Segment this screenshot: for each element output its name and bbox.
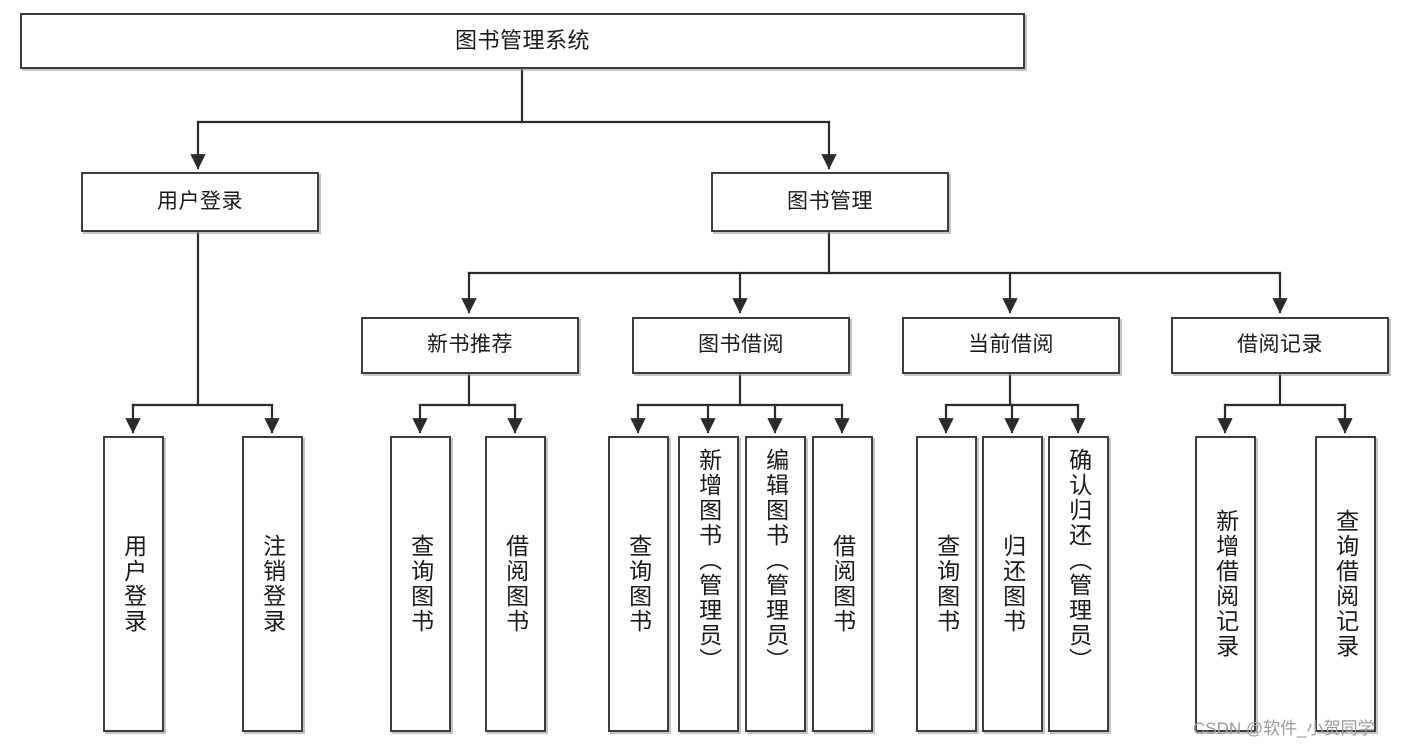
node-user-login-label: 用户登录 — [157, 189, 243, 213]
node-new-book-recommend-label: 新书推荐 — [427, 333, 513, 357]
node-user-login[interactable]: 用户登录 — [81, 172, 319, 232]
node-root[interactable]: 图书管理系统 — [20, 13, 1025, 69]
leaf-query-book-recommend[interactable]: 查询图书 — [390, 436, 451, 732]
leaf-borrow-book[interactable]: 借阅图书 — [812, 436, 873, 732]
leaf-borrow-book-label: 借阅图书 — [829, 534, 856, 634]
leaf-confirm-return-admin[interactable]: 确认归还（管理员） — [1048, 436, 1109, 732]
node-book-management[interactable]: 图书管理 — [711, 172, 949, 232]
leaf-return-book-label: 归还图书 — [999, 534, 1026, 634]
leaf-edit-book-admin[interactable]: 编辑图书（管理员） — [745, 436, 806, 732]
leaf-edit-book-admin-label: 编辑图书（管理员） — [762, 448, 789, 673]
node-book-management-label: 图书管理 — [787, 189, 873, 213]
node-book-borrow-label: 图书借阅 — [698, 333, 784, 357]
leaf-query-book-recommend-label: 查询图书 — [407, 534, 434, 634]
leaf-add-book-admin[interactable]: 新增图书（管理员） — [678, 436, 739, 732]
leaf-add-book-admin-label: 新增图书（管理员） — [695, 448, 722, 673]
leaf-borrow-book-recommend[interactable]: 借阅图书 — [485, 436, 546, 732]
leaf-add-borrow-record[interactable]: 新增借阅记录 — [1195, 436, 1256, 732]
leaf-query-book-current-label: 查询图书 — [933, 534, 960, 634]
leaf-user-login-label: 用户登录 — [120, 534, 147, 634]
leaf-logout-label: 注销登录 — [259, 534, 286, 634]
node-borrow-record-label: 借阅记录 — [1237, 333, 1323, 357]
leaf-user-login[interactable]: 用户登录 — [103, 436, 164, 732]
leaf-query-book-borrow[interactable]: 查询图书 — [608, 436, 669, 732]
leaf-query-borrow-record[interactable]: 查询借阅记录 — [1315, 436, 1376, 732]
node-book-borrow[interactable]: 图书借阅 — [632, 317, 850, 374]
node-root-label: 图书管理系统 — [454, 28, 590, 54]
leaf-return-book[interactable]: 归还图书 — [982, 436, 1043, 732]
node-new-book-recommend[interactable]: 新书推荐 — [361, 317, 579, 374]
leaf-add-borrow-record-label: 新增借阅记录 — [1212, 509, 1239, 659]
node-borrow-record[interactable]: 借阅记录 — [1171, 317, 1389, 374]
leaf-query-book-current[interactable]: 查询图书 — [916, 436, 977, 732]
leaf-query-borrow-record-label: 查询借阅记录 — [1332, 509, 1359, 659]
node-current-borrow[interactable]: 当前借阅 — [902, 317, 1120, 374]
leaf-logout[interactable]: 注销登录 — [242, 436, 303, 732]
leaf-borrow-book-recommend-label: 借阅图书 — [502, 534, 529, 634]
leaf-confirm-return-admin-label: 确认归还（管理员） — [1065, 448, 1092, 673]
leaf-query-book-borrow-label: 查询图书 — [625, 534, 652, 634]
node-current-borrow-label: 当前借阅 — [968, 333, 1054, 357]
